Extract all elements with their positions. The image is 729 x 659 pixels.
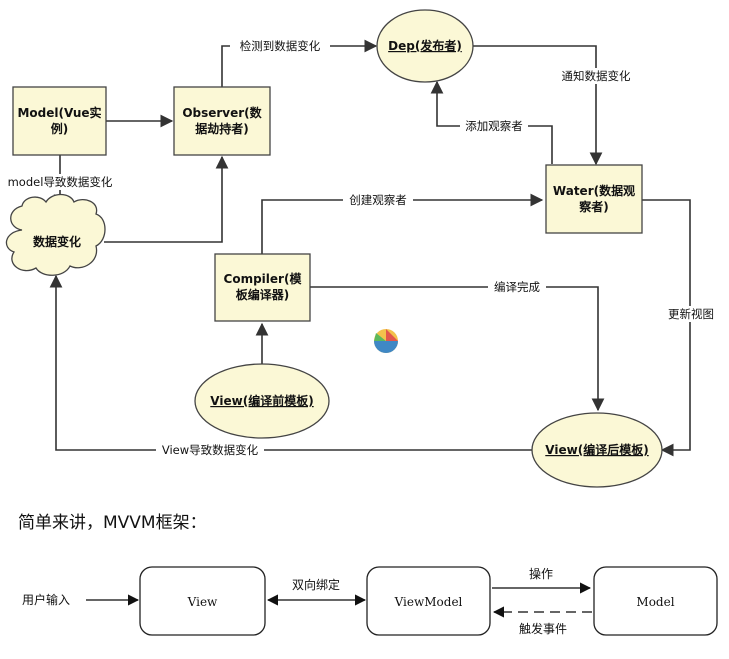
label-notify-change: 通知数据变化 [562, 69, 631, 83]
mvvm-view-label: View [187, 595, 218, 609]
node-compiler-line2: 板编译器) [236, 287, 290, 302]
node-model-line1: Model(Vue实 [17, 105, 101, 120]
edge-dep-to-water [472, 45, 603, 166]
node-water-line2: 察者) [579, 199, 609, 214]
label-two-way-binding: 双向绑定 [292, 577, 340, 592]
node-data-change: 数据变化 [5, 193, 106, 276]
mvvm-viewmodel-label: ViewModel [394, 595, 463, 609]
summary-text: 简单来讲，MVVM框架： [18, 513, 207, 533]
node-observer: Observer(数 据劫持者) [173, 86, 271, 156]
node-water: Water(数据观 察者) [545, 164, 643, 234]
label-detect-change: 检测到数据变化 [240, 39, 321, 53]
node-view-before: View(编译前模板) [194, 363, 330, 439]
node-view-after: View(编译后模板) [531, 412, 663, 488]
edge-compiler-to-water [261, 193, 544, 254]
label-create-watcher: 创建观察者 [349, 193, 407, 207]
node-view-before-label: View(编译前模板) [210, 393, 313, 408]
node-view-after-label: View(编译后模板) [545, 442, 648, 457]
label-trigger-event: 触发事件 [519, 621, 567, 636]
node-data-change-label: 数据变化 [33, 234, 81, 249]
node-compiler: Compiler(模 板编译器) [214, 253, 311, 322]
node-observer-line2: 据劫持者) [195, 121, 249, 136]
mvvm-viewmodel-box: ViewModel [366, 566, 491, 636]
label-add-watcher: 添加观察者 [465, 119, 523, 133]
node-model-line2: 例) [51, 121, 69, 136]
node-water-line1: Water(数据观 [553, 183, 635, 198]
label-operate: 操作 [529, 566, 553, 581]
node-dep: Dep(发布者) [376, 9, 474, 83]
edge-datachange-to-observer [104, 155, 229, 243]
node-observer-line1: Observer(数 [182, 105, 262, 120]
label-user-input: 用户输入 [22, 592, 70, 607]
mvvm-model-box: Model [593, 566, 718, 636]
label-model-causes-change: model导致数据变化 [8, 175, 113, 189]
edge-water-to-viewafter [642, 199, 691, 457]
edge-viewafter-to-datachange [49, 274, 532, 451]
node-model: Model(Vue实 例) [12, 86, 107, 156]
mvvm-model-label: Model [636, 595, 674, 609]
label-view-causes-change: View导致数据变化 [162, 443, 259, 457]
label-compile-done: 编译完成 [494, 280, 540, 294]
mvvm-view-box: View [139, 566, 266, 636]
node-dep-label: Dep(发布者) [388, 38, 462, 53]
label-update-view: 更新视图 [668, 307, 714, 321]
node-compiler-line1: Compiler(模 [224, 271, 303, 286]
logo-icon [374, 329, 398, 353]
edge-compiler-to-viewafter [310, 286, 605, 412]
